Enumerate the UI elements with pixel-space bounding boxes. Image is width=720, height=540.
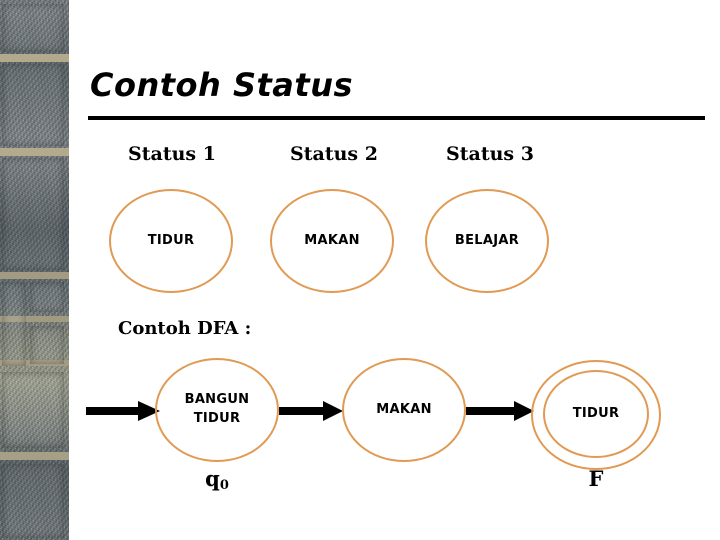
status-header-3: Status 3 [446,143,534,165]
dfa-state-tag-q0: q0 [155,466,279,493]
status-state-label: MAKAN [304,232,360,248]
dfa-accepting-state-outer-ring [531,360,661,470]
dfa-state-label: MAKAN [376,401,432,417]
page-title: Contoh Status [90,66,354,104]
dfa-state-tag-subscript: 0 [219,478,229,493]
dfa-section-heading: Contoh DFA : [118,318,252,339]
start-arrow [86,398,162,424]
dfa-state-bangun-tidur[interactable]: BANGUN TIDUR [155,358,279,462]
dfa-state-tag-f: F [588,466,604,491]
status-state-belajar[interactable]: BELAJAR [425,189,549,293]
status-state-label: TIDUR [147,232,195,248]
status-header-1: Status 1 [128,143,216,165]
dfa-state-tidur-final[interactable]: TIDUR [543,370,649,458]
arrow-bangun-makan [279,398,345,424]
arrow-makan-tidur [466,398,536,424]
status-state-tidur[interactable]: TIDUR [109,189,233,293]
dfa-state-label: TIDUR [572,405,620,421]
status-state-makan[interactable]: MAKAN [270,189,394,293]
title-divider [88,116,705,120]
dfa-state-makan[interactable]: MAKAN [342,358,466,462]
dfa-state-tag-letter: q [205,466,220,491]
status-header-2: Status 2 [290,143,378,165]
stone-wall-texture-band [0,0,69,540]
dfa-state-label: BANGUN TIDUR [184,392,250,426]
status-state-label: BELAJAR [454,232,520,248]
